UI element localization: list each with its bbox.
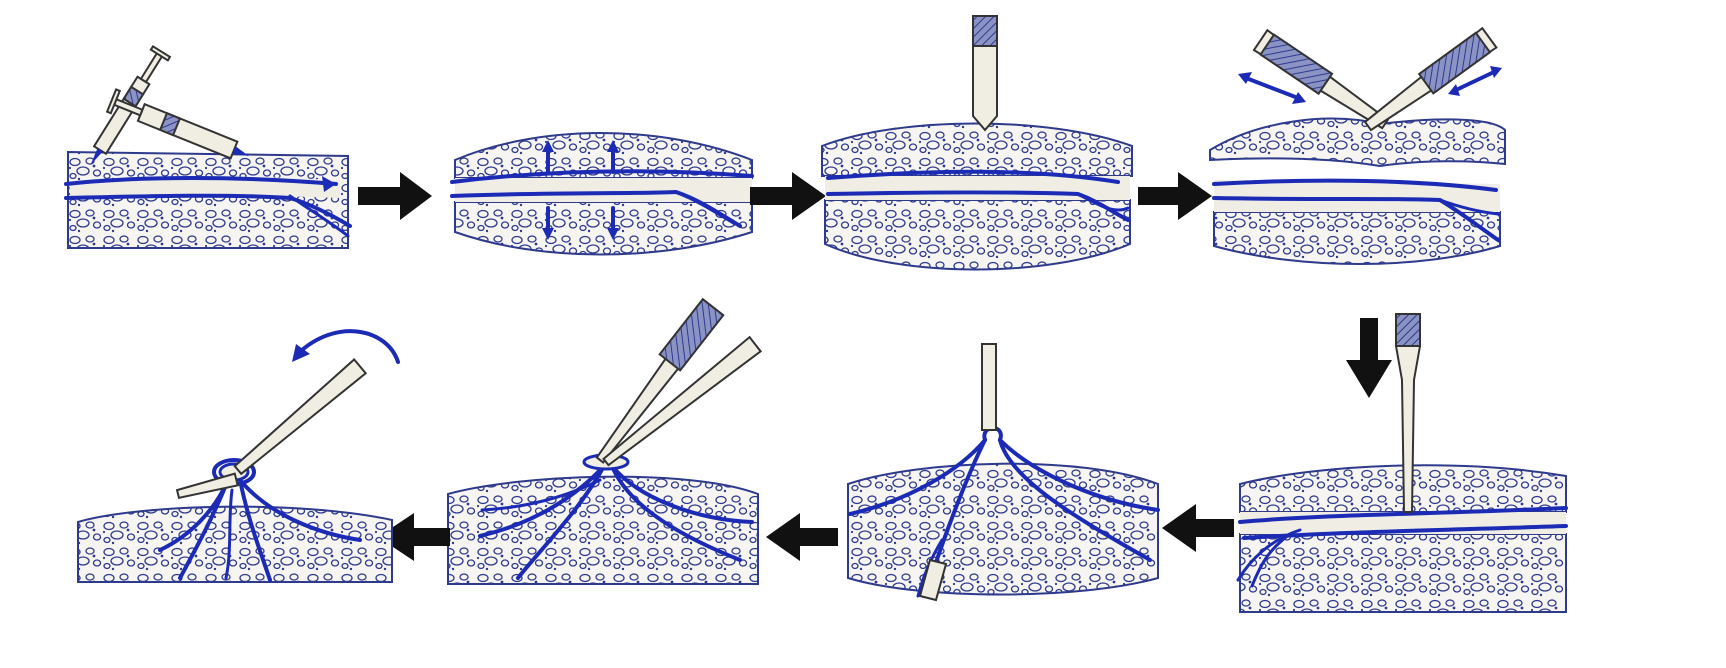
tissue-lower — [1214, 212, 1500, 264]
panel-step-7 — [448, 299, 761, 584]
tissue-block — [848, 464, 1158, 595]
vein-gap — [455, 178, 752, 202]
rotation-arrow-icon — [292, 331, 398, 362]
clamp-icon — [232, 359, 366, 476]
tissue-upper — [822, 124, 1132, 177]
tissue-block — [78, 507, 392, 582]
panel-step-8 — [78, 331, 398, 582]
step-arrow-right — [358, 172, 432, 220]
tissue-flap — [1210, 119, 1505, 166]
hook-icon — [982, 344, 996, 430]
step-arrow-right — [750, 172, 826, 220]
panel-step-1 — [66, 46, 350, 248]
step-arrow-left — [766, 513, 838, 561]
panel-step-4 — [1210, 28, 1505, 264]
step-arrow-right — [1138, 172, 1212, 220]
panel-step-6 — [848, 344, 1158, 600]
panel-step-3 — [822, 16, 1132, 270]
step-arrow-down — [1346, 318, 1392, 398]
panel-step-5 — [1238, 314, 1566, 612]
panel-step-2 — [452, 133, 752, 255]
step-arrow-left — [1162, 504, 1234, 552]
blade-icon — [973, 16, 997, 130]
clamp-icon — [177, 474, 238, 500]
tissue-lower — [825, 200, 1130, 270]
tissue-lower — [1240, 534, 1566, 612]
tissue-block — [68, 152, 348, 248]
tissue-lower — [455, 202, 752, 255]
